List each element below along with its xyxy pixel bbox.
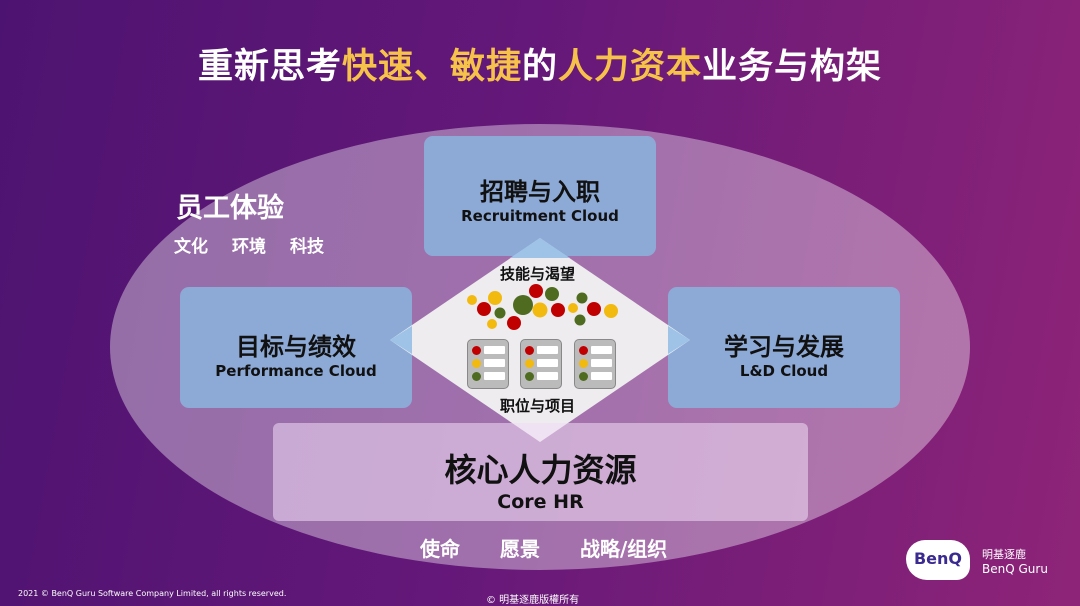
logo-cn: 明基逐鹿: [982, 548, 1026, 561]
benq-guru-text: 明基逐鹿 BenQ Guru: [982, 547, 1048, 577]
logo-en: BenQ Guru: [982, 562, 1048, 576]
job-card-icon: [574, 339, 616, 389]
job-card-icon: [467, 339, 509, 389]
skills-label: 技能与渴望: [500, 265, 576, 283]
skills-dots-icon: [467, 284, 618, 330]
copyright-text: 2021 © BenQ Guru Software Company Limite…: [18, 589, 287, 598]
footer-center-text: © 明基逐鹿版權所有: [486, 595, 580, 606]
slide-title: 重新思考快速、敏捷的人力资本业务与构架: [197, 47, 883, 87]
benq-logo: BenQ: [906, 540, 970, 580]
jobs-label: 职位与项目: [500, 397, 576, 415]
job-card-icon: [520, 339, 562, 389]
experience-title: 员工体验: [176, 193, 284, 224]
experience-items: 文化环境科技: [174, 237, 324, 257]
foundation-items: 使命愿景战略/组织: [420, 537, 668, 561]
